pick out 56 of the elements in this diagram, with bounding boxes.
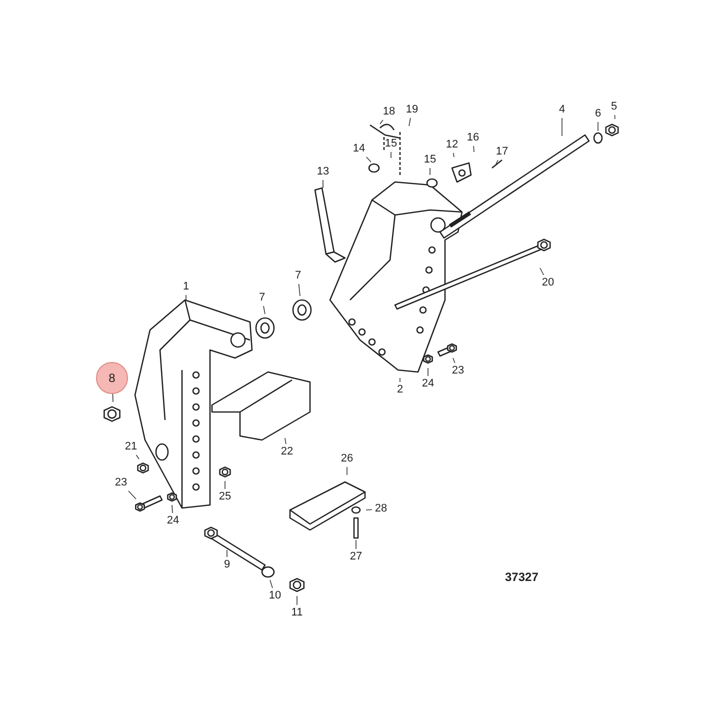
- leader-line: [540, 268, 544, 276]
- callout-number: 15: [422, 154, 438, 166]
- callout-number: 4: [556, 104, 568, 116]
- leader-line: [298, 284, 300, 296]
- callout-number: 9: [222, 558, 232, 572]
- callout-number: 7: [292, 270, 304, 282]
- callout-number: 21: [122, 440, 140, 454]
- callout-number: 10: [266, 590, 284, 602]
- callout-number: 28: [372, 502, 390, 516]
- callout-number: 16: [464, 132, 482, 144]
- leader-line: [172, 504, 173, 514]
- callout-number: 19: [404, 104, 420, 116]
- leader-line: [496, 160, 498, 164]
- callout-number: 11: [289, 606, 305, 620]
- callout-number: 26: [338, 452, 356, 466]
- callout-number: 15: [382, 138, 400, 150]
- callout-number: 27: [348, 550, 364, 564]
- callout-number: 24: [164, 514, 182, 528]
- leader-line: [136, 454, 140, 460]
- callout-number: 14: [350, 142, 368, 156]
- callout-number: 20: [540, 276, 556, 290]
- leader-line: [263, 306, 266, 314]
- leader-line: [128, 490, 136, 500]
- leader-line: [473, 146, 474, 152]
- leader-line: [366, 509, 372, 510]
- callout-number: 7: [256, 292, 268, 304]
- callout-number: 24: [420, 378, 436, 390]
- callout-number: 1: [180, 280, 192, 294]
- callout-number: 18: [380, 106, 398, 118]
- callout-number: 17: [494, 146, 510, 158]
- callout-number: 6: [592, 108, 604, 120]
- leader-line: [270, 580, 273, 588]
- leader-line: [112, 394, 114, 402]
- callout-number: 25: [216, 490, 234, 504]
- callout-number: 22: [278, 446, 296, 458]
- callout-number: 23: [112, 476, 130, 490]
- drawing-number: 37327: [505, 570, 538, 584]
- leader-line: [452, 358, 456, 364]
- leader-line: [296, 596, 298, 606]
- leader-line: [366, 156, 372, 162]
- callout-number: 5: [608, 100, 620, 114]
- callout-number: 2: [394, 384, 406, 396]
- leader-line: [390, 152, 392, 158]
- leader-line: [322, 180, 324, 188]
- leader-line: [224, 480, 226, 490]
- leader-line: [346, 466, 348, 476]
- callout-number: 8: [96, 362, 128, 394]
- callout-number: 23: [450, 364, 466, 378]
- leader-line: [380, 120, 384, 124]
- callout-number: 13: [314, 166, 332, 178]
- callout-number: 12: [444, 138, 460, 152]
- leader-line: [284, 438, 286, 444]
- leader-line: [408, 118, 411, 126]
- leader-line: [614, 114, 616, 120]
- leader-line: [226, 550, 228, 558]
- leader-line: [452, 152, 454, 158]
